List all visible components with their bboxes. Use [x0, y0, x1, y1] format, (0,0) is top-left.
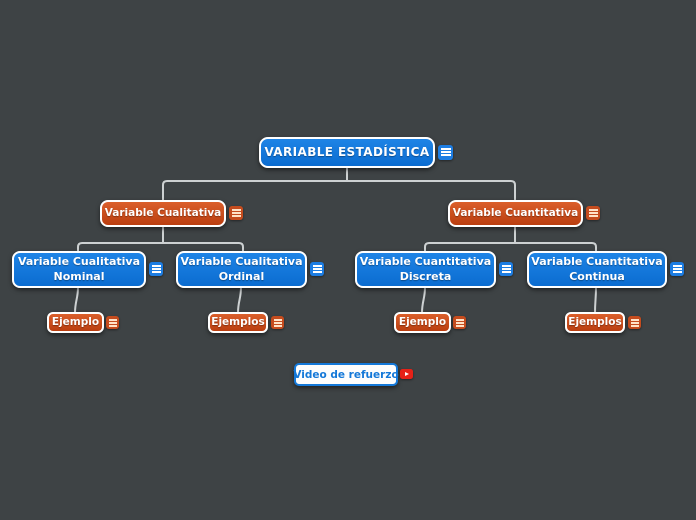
node-cuantitativa-discreta[interactable]: Variable Cuantitativa Discreta: [355, 251, 496, 288]
notes-icon[interactable]: [670, 262, 684, 276]
node-ejemplos-continua[interactable]: Ejemplos: [565, 312, 625, 333]
notes-icon[interactable]: [438, 145, 453, 160]
notes-icon[interactable]: [453, 316, 466, 329]
node-cualitativa-nominal[interactable]: Variable Cualitativa Nominal: [12, 251, 146, 288]
node-cuantitativa-continua[interactable]: Variable Cuantitativa Continua: [527, 251, 667, 288]
node-ejemplo-nominal[interactable]: Ejemplo: [47, 312, 104, 333]
node-ejemplo-discreta[interactable]: Ejemplo: [394, 312, 451, 333]
node-ejemplos-ordinal[interactable]: Ejemplos: [208, 312, 268, 333]
notes-icon[interactable]: [271, 316, 284, 329]
notes-icon[interactable]: [499, 262, 513, 276]
node-cualitativa-ordinal[interactable]: Variable Cualitativa Ordinal: [176, 251, 307, 288]
notes-icon[interactable]: [310, 262, 324, 276]
youtube-icon[interactable]: [400, 369, 413, 379]
notes-icon[interactable]: [628, 316, 641, 329]
node-variable-cualitativa[interactable]: Variable Cualitativa: [100, 200, 226, 227]
notes-icon[interactable]: [149, 262, 163, 276]
notes-icon[interactable]: [586, 206, 600, 220]
video-refuerzo-button[interactable]: Video de refuerzo: [293, 363, 399, 386]
node-variable-cuantitativa[interactable]: Variable Cuantitativa: [448, 200, 583, 227]
notes-icon[interactable]: [106, 316, 119, 329]
node-variable-estadistica[interactable]: VARIABLE ESTADÍSTICA: [259, 137, 435, 168]
notes-icon[interactable]: [229, 206, 243, 220]
